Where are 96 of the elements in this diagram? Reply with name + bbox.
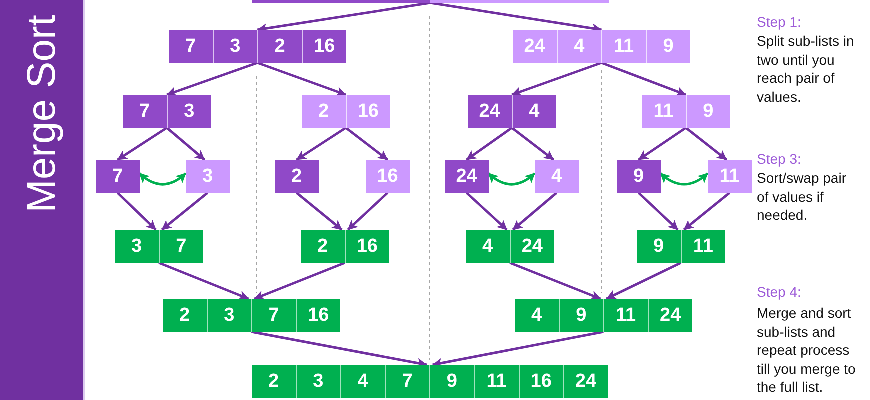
arrow	[257, 62, 347, 96]
arrow	[161, 192, 209, 231]
array-row	[301, 230, 390, 263]
arrow	[296, 192, 343, 231]
title: Merge Sort	[22, 15, 62, 213]
arrow	[601, 62, 687, 96]
value-cell: 3	[296, 365, 340, 398]
arrow	[116, 192, 157, 231]
array-row	[642, 95, 730, 128]
curved-double-arrow	[660, 172, 709, 186]
arrow	[511, 127, 555, 161]
value-cell: 7	[252, 299, 296, 332]
value-cell: 9	[560, 299, 604, 332]
arrow	[685, 127, 728, 161]
arrow	[158, 262, 250, 300]
value-cell: 24	[468, 95, 512, 128]
value-cell: 3	[115, 230, 159, 263]
value-cell: 24	[513, 30, 557, 63]
arrow	[347, 192, 389, 231]
value-cell: 9	[617, 160, 661, 193]
array-row	[637, 230, 726, 263]
value-cell: 9	[686, 95, 730, 128]
value-cell: 4	[341, 365, 385, 398]
arrow	[683, 192, 731, 231]
array-row	[252, 365, 608, 398]
arrow	[512, 62, 602, 97]
value-cell: 4	[466, 230, 510, 263]
value-cell: 3	[186, 160, 230, 193]
arrow	[606, 262, 682, 300]
value-cell: 7	[169, 30, 213, 63]
value-cell: 16	[296, 299, 340, 332]
value-cell: 7	[386, 365, 430, 398]
array-row	[466, 230, 554, 263]
array-row	[302, 95, 390, 128]
arrow	[466, 192, 508, 231]
value-cell: 16	[302, 30, 346, 63]
curved-double-arrow	[488, 172, 536, 186]
value-cell: 11	[642, 95, 686, 128]
arrow	[638, 126, 687, 162]
step-description: Split sub-lists in two until you reach pair of values.	[757, 32, 856, 106]
value-cell: 24	[648, 299, 692, 332]
array-row	[169, 30, 346, 63]
value-cell: 11	[604, 299, 648, 332]
arrow	[117, 126, 168, 162]
step-heading: Step 4:	[757, 283, 802, 302]
value-cell: 2	[275, 160, 319, 193]
arrow	[296, 126, 347, 162]
arrow	[254, 262, 346, 300]
value-cell: 2	[252, 365, 296, 398]
value-cell: 11	[708, 160, 752, 193]
value-cell: 4	[535, 160, 579, 193]
value-cell: 7	[96, 160, 140, 193]
value-cell: 2	[301, 230, 345, 263]
value-cell: 7	[160, 230, 204, 263]
step-description: Merge and sort sub-lists and repeat process till you merge to the full list.	[757, 304, 857, 396]
value-cell: 16	[346, 230, 390, 263]
array-row	[513, 30, 690, 63]
curved-double-arrow	[138, 172, 187, 186]
value-cell: 2	[163, 299, 207, 332]
array-row	[163, 299, 340, 332]
value-cell: 9	[646, 30, 690, 63]
value-cell: 4	[512, 95, 556, 128]
value-cell: 24	[445, 160, 489, 193]
value-cell: 2	[302, 95, 346, 128]
arrow	[166, 62, 258, 97]
arrow	[166, 127, 206, 161]
array-row	[115, 230, 204, 263]
value-cell: 3	[214, 30, 258, 63]
arrow	[345, 127, 389, 161]
arrow	[512, 192, 558, 231]
array-row	[468, 95, 556, 128]
value-cell: 11	[474, 365, 519, 398]
value-cell: 9	[637, 230, 681, 263]
value-cell: 2	[258, 30, 302, 63]
value-cell: 9	[430, 365, 474, 398]
value-cell: 3	[208, 299, 252, 332]
value-cell: 4	[558, 30, 602, 63]
value-cell: 16	[520, 365, 564, 398]
value-cell: 7	[123, 95, 167, 128]
value-cell: 16	[366, 160, 410, 193]
step-heading: Step 1:	[757, 13, 802, 32]
arrow	[466, 126, 513, 162]
value-cell: 4	[515, 299, 559, 332]
value-cell: 24	[510, 230, 554, 263]
step-description: Sort/swap pair of values if needed.	[757, 169, 848, 224]
array-row	[252, 0, 609, 3]
array-row	[123, 95, 212, 128]
value-cell: 16	[346, 95, 390, 128]
value-cell: 3	[168, 95, 212, 128]
step-heading: Step 3:	[757, 150, 802, 168]
value-cell: 11	[602, 30, 646, 63]
arrow	[638, 192, 679, 231]
arrow	[510, 262, 602, 300]
value-cell: 24	[564, 365, 608, 398]
array-row	[515, 299, 692, 332]
value-cell: 11	[682, 230, 726, 263]
